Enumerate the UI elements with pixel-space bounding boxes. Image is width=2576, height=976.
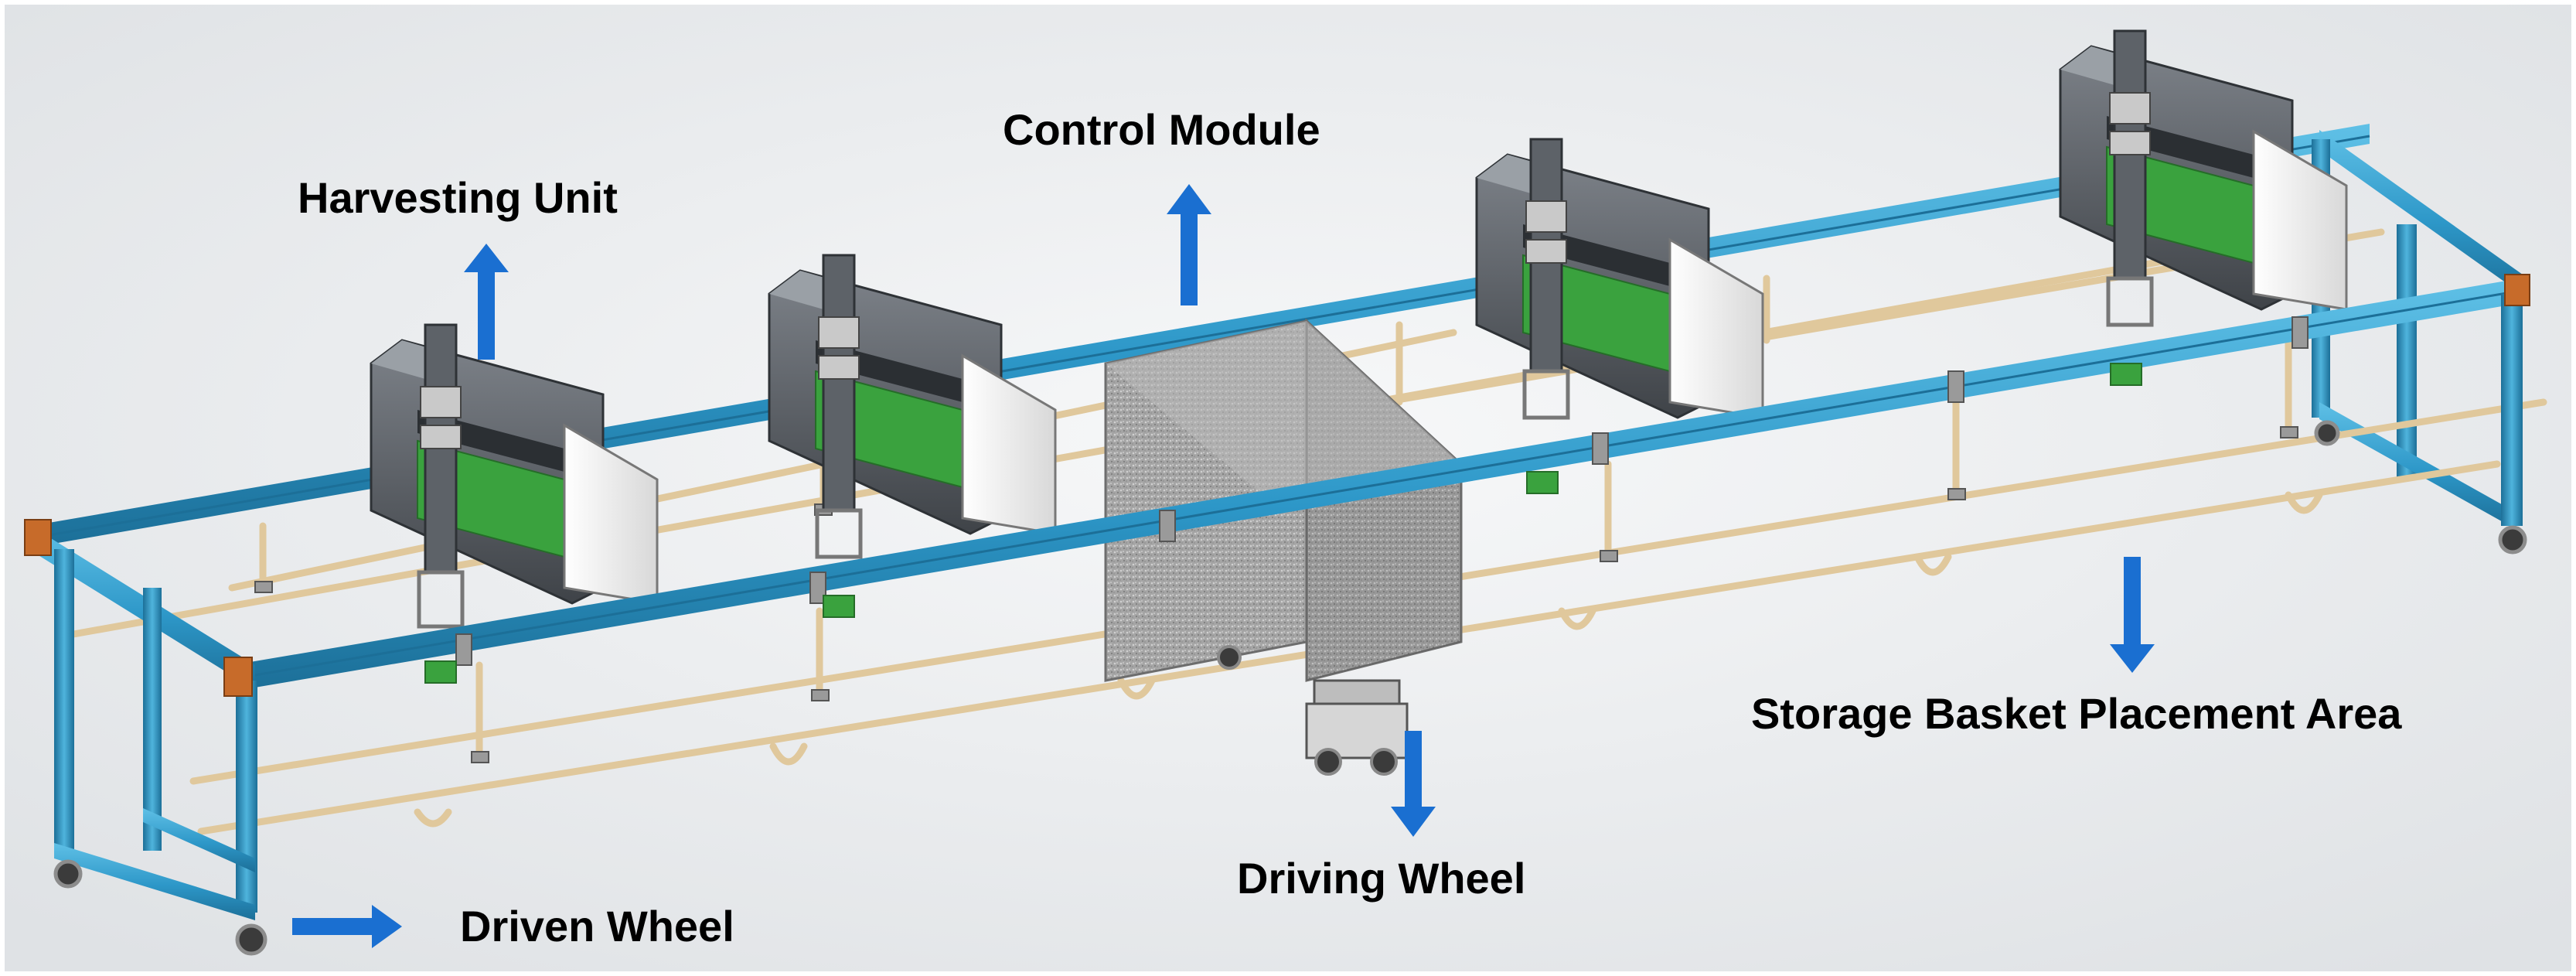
storage-basket-area-label: Storage Basket Placement Area [1751,689,2402,738]
driving-wheel-label: Driving Wheel [1237,854,1526,903]
front-frame [24,274,2530,920]
harvesting-unit-label: Harvesting Unit [298,173,618,222]
driven-wheel-label: Driven Wheel [460,902,734,950]
harvesting-unit-2 [768,254,1057,559]
driving-wheel [1314,748,1342,776]
arrow-down-icon [2110,557,2155,673]
arrow-up-icon [1167,184,1211,305]
driven-wheel [235,923,267,956]
driven-wheels [53,420,2527,956]
harvesting-unit-1 [370,323,659,629]
arrow-up-icon [464,244,509,360]
harvesting-unit-3 [1475,138,1764,420]
control-module-label: Control Module [1003,105,1320,154]
control-module-box [1104,318,1463,776]
harvesting-unit-4 [2059,29,2348,327]
arrow-right-icon [292,905,402,948]
arrow-down-icon [1391,731,1436,837]
